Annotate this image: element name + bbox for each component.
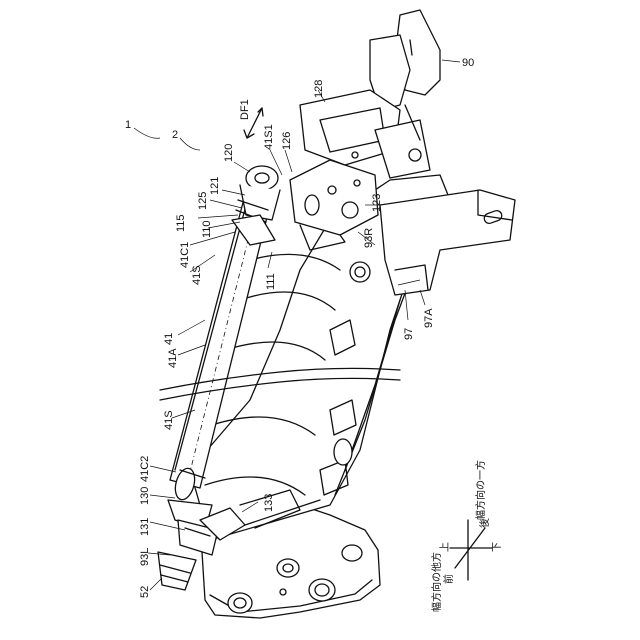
label-41s-top: 41S <box>191 265 203 285</box>
label-128: 128 <box>313 80 325 98</box>
label-41: 41 <box>163 333 175 345</box>
label-52: 52 <box>139 586 151 598</box>
label-90: 90 <box>462 57 474 69</box>
label-115: 115 <box>175 214 187 232</box>
label-41c1: 41C1 <box>179 242 191 268</box>
direction-front: 前 <box>442 574 455 584</box>
direction-width-one: 幅方向の一方 <box>474 460 487 520</box>
direction-labels: 上 下 後 前 幅方向の一方 幅方向の他方 <box>430 460 503 612</box>
label-123: 123 <box>371 194 383 212</box>
label-110: 110 <box>201 220 213 238</box>
label-130: 130 <box>139 487 151 505</box>
direction-up: 上 <box>439 542 451 552</box>
direction-down: 下 <box>492 542 503 552</box>
label-41a: 41A <box>167 348 179 368</box>
label-93l: 93L <box>139 548 151 566</box>
label-126: 126 <box>281 132 293 150</box>
label-131: 131 <box>139 518 151 536</box>
label-97: 97 <box>403 328 415 340</box>
label-93r: 93R <box>363 228 375 248</box>
label-121: 121 <box>209 177 221 195</box>
plate-97 <box>380 190 515 295</box>
direction-cross <box>450 520 492 580</box>
label-df1: DF1 <box>239 99 251 120</box>
label-97a: 97A <box>423 308 435 328</box>
label-133: 133 <box>263 494 275 512</box>
label-41s1: 41S1 <box>263 124 275 150</box>
label-1: 1 <box>125 119 131 131</box>
label-2: 2 <box>172 129 178 141</box>
label-41s-bot: 41S <box>163 410 175 430</box>
label-41c2: 41C2 <box>139 456 151 482</box>
direction-width-other: 幅方向の他方 <box>430 552 443 612</box>
label-111: 111 <box>265 273 277 290</box>
label-120: 120 <box>223 144 235 162</box>
label-125: 125 <box>197 192 209 210</box>
